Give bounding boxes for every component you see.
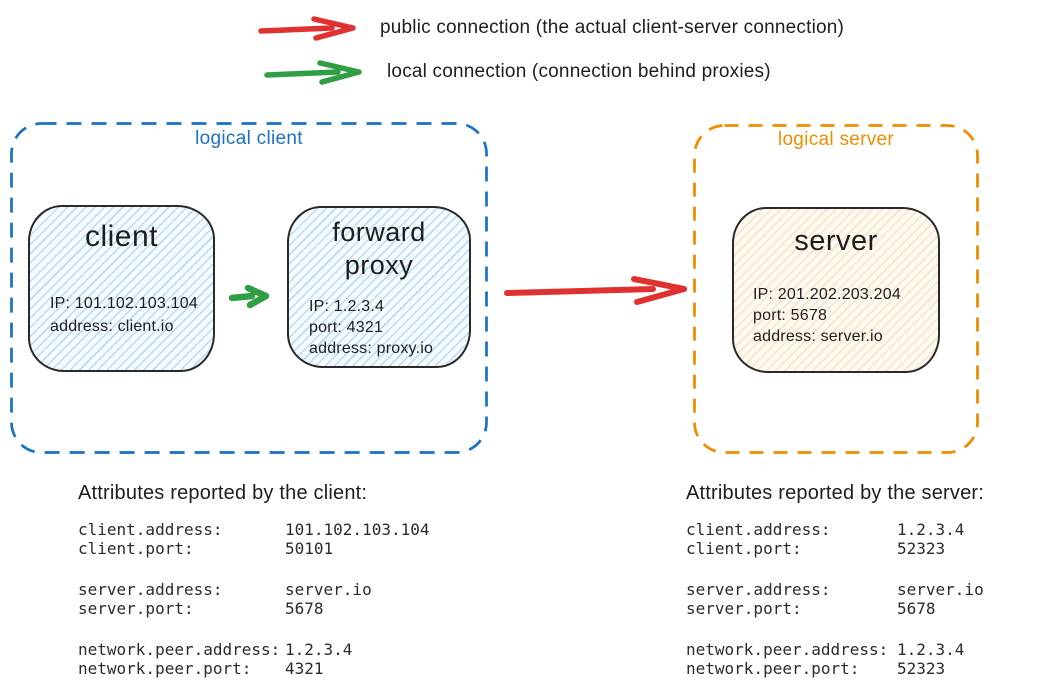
server-attributes-title: Attributes reported by the server: (686, 482, 985, 504)
proxy-address: address: proxy.io (309, 340, 434, 357)
attr-value: 5678 (285, 599, 324, 618)
server-attributes-list: client.address: 1.2.3.4 client.port: 52323… (686, 520, 984, 678)
forward-proxy-details: IP: 1.2.3.4 port: 4321 address: proxy.io (309, 296, 433, 359)
attr-row: client.address: 101.102.103.104 (78, 520, 430, 539)
attr-key: server.address: (686, 580, 831, 599)
attr-key: client.address: (686, 520, 831, 539)
local-connection-arrow (228, 285, 270, 309)
attr-value: 5678 (897, 599, 936, 618)
server-node: server (732, 207, 940, 373)
proxy-port: port: 4321 (309, 319, 384, 336)
attr-key: network.peer.address: (78, 640, 281, 659)
public-connection-arrow-icon (258, 16, 356, 41)
attr-key: network.peer.address: (686, 640, 889, 659)
attr-key: client.port: (78, 539, 194, 558)
attr-row: client.port: 52323 (686, 539, 984, 558)
server-address: address: server.io (753, 328, 883, 345)
forward-proxy-node: forward proxy (287, 206, 471, 368)
legend-local-label: local connection (connection behind prox… (387, 61, 771, 82)
client-node-details: IP: 101.102.103.104 address: client.io (50, 292, 198, 338)
client-ip: IP: 101.102.103.104 (50, 295, 198, 312)
legend-public-label: public connection (the actual client-ser… (380, 17, 845, 38)
attr-value: 1.2.3.4 (285, 640, 353, 659)
attr-value: 50101 (285, 539, 334, 558)
server-port: port: 5678 (753, 307, 828, 324)
attr-row: server.port: 5678 (78, 599, 430, 618)
attr-row: network.peer.port: 52323 (686, 659, 984, 678)
attr-row: server.address: server.io (686, 580, 984, 599)
logical-client-label: logical client (195, 128, 303, 149)
attr-row: server.address: server.io (78, 580, 430, 599)
server-attributes-section: Attributes reported by the server: clien… (686, 481, 984, 678)
proxy-ip: IP: 1.2.3.4 (309, 298, 385, 315)
client-address: address: client.io (50, 318, 174, 335)
client-node: client (28, 205, 215, 372)
attr-value: server.io (897, 580, 984, 599)
logical-server-boundary (693, 124, 979, 454)
attr-value: 1.2.3.4 (897, 640, 965, 659)
server-ip: IP: 201.202.203.204 (753, 286, 901, 303)
attr-key: server.port: (686, 599, 802, 618)
attr-value: 4321 (285, 659, 324, 678)
attr-value: 52323 (897, 539, 946, 558)
attr-key: server.port: (78, 599, 194, 618)
client-attributes-list: client.address: 101.102.103.104 client.po… (78, 520, 430, 678)
attr-row: network.peer.port: 4321 (78, 659, 430, 678)
logical-server-label: logical server (777, 129, 895, 150)
attr-row: client.port: 50101 (78, 539, 430, 558)
attr-value: 52323 (897, 659, 946, 678)
attr-key: server.address: (78, 580, 223, 599)
logical-client-boundary (10, 122, 488, 454)
attr-value: 1.2.3.4 (897, 520, 965, 539)
attr-row: server.port: 5678 (686, 599, 984, 618)
local-connection-arrow-icon (264, 60, 362, 85)
attr-row: client.address: 1.2.3.4 (686, 520, 984, 539)
server-node-title: server (794, 225, 878, 257)
attr-key: client.address: (78, 520, 223, 539)
public-connection-arrow (504, 276, 687, 305)
client-node-title: client (84, 220, 159, 253)
attr-value: 101.102.103.104 (285, 520, 430, 539)
attr-row: network.peer.address: 1.2.3.4 (686, 640, 984, 659)
attr-key: network.peer.port: (78, 659, 252, 678)
forward-proxy-node-title: forward proxy (332, 217, 426, 280)
client-attributes-section: Attributes reported by the client: clien… (78, 481, 430, 678)
attr-key: client.port: (686, 539, 802, 558)
attr-row: network.peer.address:1.2.3.4 (78, 640, 430, 659)
server-node-details: IP: 201.202.203.204 port: 5678 address: … (753, 284, 901, 347)
attr-value: server.io (285, 580, 372, 599)
client-attributes-title: Attributes reported by the client: (78, 482, 368, 504)
attr-key: network.peer.port: (686, 659, 860, 678)
